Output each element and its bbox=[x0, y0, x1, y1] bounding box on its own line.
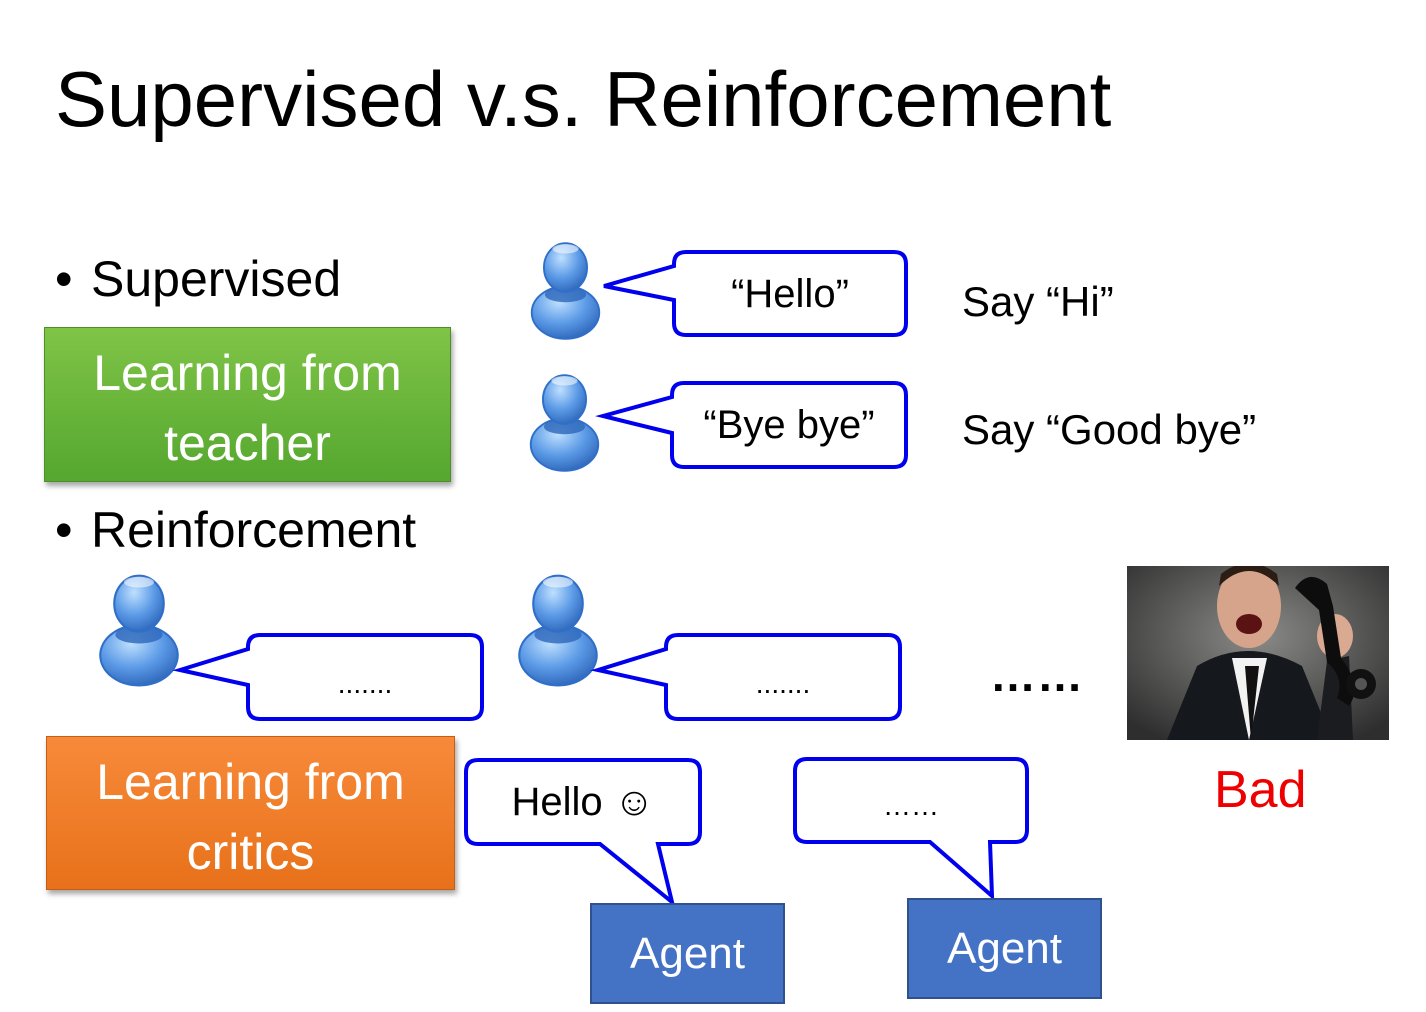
speech-bye-bye-text: “Bye bye” bbox=[703, 403, 875, 447]
bullet-supervised: • Supervised bbox=[55, 254, 341, 304]
bullet-supervised-label: Supervised bbox=[91, 251, 342, 307]
bullet-reinforcement-label: Reinforcement bbox=[91, 502, 417, 558]
photo-angry-man-illustration bbox=[1127, 566, 1389, 740]
page-title: Supervised v.s. Reinforcement bbox=[55, 55, 1112, 143]
person-icon bbox=[529, 374, 600, 472]
person-icon bbox=[518, 574, 598, 687]
agent-bubble-1-text: Hello ☺ bbox=[511, 780, 655, 824]
continuation-ellipsis: …… bbox=[990, 649, 1084, 701]
feedback-bad: Bad bbox=[1214, 761, 1307, 819]
speech-bubble-agent-2 bbox=[793, 757, 1029, 901]
speech-bubble-user-2 bbox=[590, 633, 902, 721]
speech-bubble-bye-bye bbox=[595, 381, 908, 469]
badge-line-1: Learning from bbox=[96, 754, 405, 810]
badge-line-2: critics bbox=[186, 824, 315, 880]
agent-box-1: Agent bbox=[590, 903, 785, 1004]
agent-label: Agent bbox=[947, 923, 1062, 973]
response-say-hi: Say “Hi” bbox=[962, 278, 1114, 325]
bullet-dot: • bbox=[55, 251, 73, 307]
user-bubble-1-text: ....... bbox=[337, 668, 393, 699]
photo-angry-man-phone bbox=[1127, 566, 1389, 740]
speech-hello-text: “Hello” bbox=[731, 272, 849, 316]
response-say-good-bye: Say “Good bye” bbox=[962, 406, 1257, 453]
agent-bubble-2-text: …… bbox=[883, 790, 939, 821]
badge-line-2: teacher bbox=[164, 415, 331, 471]
person-icon bbox=[530, 242, 601, 340]
agent-label: Agent bbox=[630, 928, 745, 978]
bullet-reinforcement: • Reinforcement bbox=[55, 505, 416, 555]
learning-from-critics-badge: Learning from critics bbox=[46, 736, 455, 890]
person-icon bbox=[99, 574, 179, 687]
learning-from-teacher-badge: Learning from teacher bbox=[44, 327, 451, 482]
speech-bubble-user-1 bbox=[172, 633, 484, 721]
bullet-dot: • bbox=[55, 502, 73, 558]
user-bubble-2-text: ....... bbox=[755, 668, 811, 699]
badge-line-1: Learning from bbox=[93, 345, 402, 401]
speech-bubble-agent-1 bbox=[464, 758, 702, 908]
agent-box-2: Agent bbox=[907, 898, 1102, 999]
speech-bubble-hello bbox=[603, 250, 908, 337]
